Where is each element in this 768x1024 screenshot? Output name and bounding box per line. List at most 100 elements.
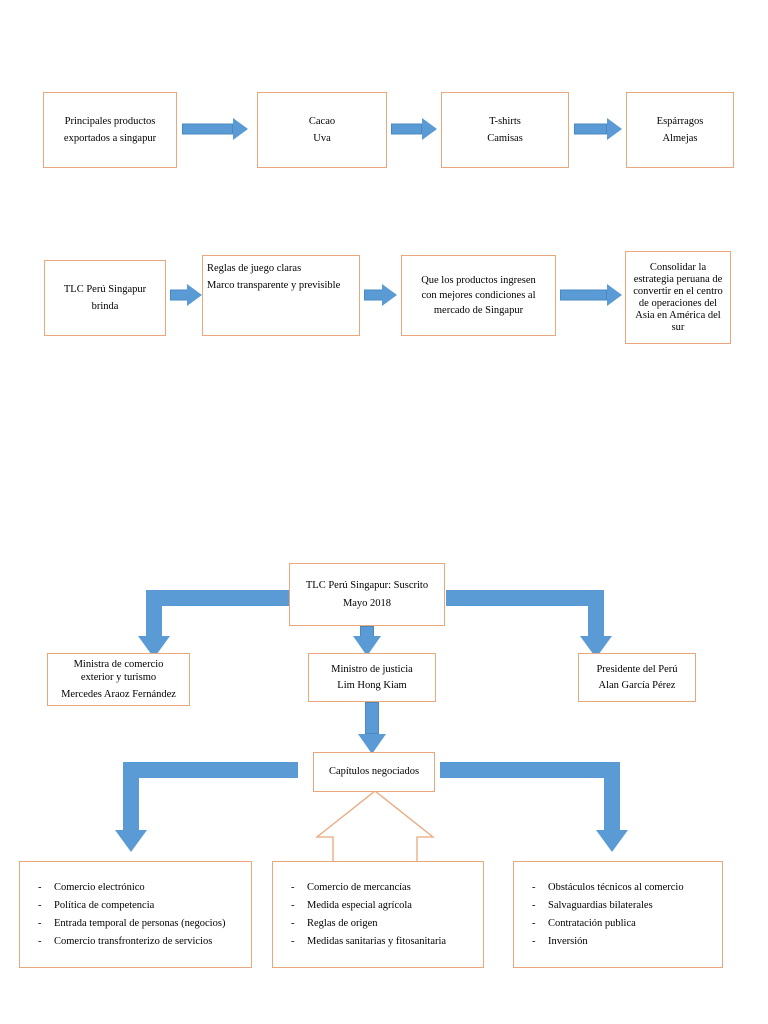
list-item-label: Comercio electrónico xyxy=(54,882,145,893)
list-grupo-derecho[interactable]: - Obstáculos técnicos al comercio - Salv… xyxy=(513,861,723,968)
node-principales-productos[interactable]: Principales productos exportados a singa… xyxy=(43,92,177,168)
node-line: TLC Perú Singapur: Suscrito xyxy=(305,580,429,592)
elbow-root-to-ministra xyxy=(116,590,296,672)
list-item-label: Salvaguardias bilaterales xyxy=(548,900,653,911)
bullet-dash: - xyxy=(532,900,536,911)
node-line: T-shirts xyxy=(489,115,521,127)
list-item: - Entrada temporal de personas (negocios… xyxy=(20,915,251,933)
arrow-shaft xyxy=(391,123,422,135)
list-item-label: Medidas sanitarias y fitosanitaria xyxy=(307,936,447,947)
arrow-beneficios-2 xyxy=(364,284,397,306)
node-line: Principales productos xyxy=(64,115,156,127)
elbow-horizontal xyxy=(146,590,296,606)
node-tlc-brinda[interactable]: TLC Perú Singapur brinda xyxy=(44,260,166,336)
bullet-dash: - xyxy=(38,918,42,929)
arrow-head xyxy=(607,284,622,306)
arrow-beneficios-3 xyxy=(560,284,622,306)
arrow-exportaciones-2 xyxy=(391,118,437,140)
arrow-ministro-to-capitulos xyxy=(357,702,387,754)
arrow-head xyxy=(580,636,612,658)
node-presidente-peru[interactable]: Presidente del Perú Alan García Pérez xyxy=(578,653,696,702)
node-line: Asia en América del xyxy=(635,310,721,322)
arrow-shaft xyxy=(364,289,383,301)
bullet-dash: - xyxy=(38,936,42,947)
node-mejores-condiciones[interactable]: Que los productos ingresen con mejores c… xyxy=(401,255,556,336)
node-cacao-uva[interactable]: Cacao Uva xyxy=(257,92,387,168)
list-grupo-izquierdo[interactable]: - Comercio electrónico - Política de com… xyxy=(19,861,252,968)
arrow-shaft xyxy=(170,289,188,301)
node-ministra-comercio[interactable]: Ministra de comercio exterior y turismo … xyxy=(47,653,190,706)
arrow-head xyxy=(382,284,397,306)
list-item-label: Contratación publica xyxy=(548,918,636,929)
list-grupo-central[interactable]: - Comercio de mercancías - Medida especi… xyxy=(272,861,484,968)
node-tshirts-camisas[interactable]: T-shirts Camisas xyxy=(441,92,569,168)
list-item: - Contratación publica xyxy=(514,915,722,933)
node-line: Camisas xyxy=(487,133,523,144)
list-item-label: Reglas de origen xyxy=(307,918,378,929)
arrow-head xyxy=(358,734,386,754)
node-esparragos-almejas[interactable]: Espárragos Almejas xyxy=(626,92,734,168)
node-line: Mayo 2018 xyxy=(342,597,392,609)
node-line: Presidente del Perú xyxy=(596,664,678,676)
node-line: Consolidar la xyxy=(649,261,707,273)
elbow-vertical xyxy=(604,762,620,830)
elbow-capitulos-to-grupo-izquierdo xyxy=(98,762,298,867)
node-line: Capítulos negociados xyxy=(328,766,420,778)
list-item: - Medida especial agrícola xyxy=(273,897,483,915)
bullet-dash: - xyxy=(532,882,536,893)
elbow-root-to-presidente xyxy=(446,590,636,672)
node-line: de operaciones del xyxy=(638,298,718,309)
arrow-root-to-ministro xyxy=(352,626,382,656)
node-capitulos-negociados[interactable]: Capítulos negociados xyxy=(313,752,435,792)
uparrow-grupo-central-to-capitulos xyxy=(315,790,435,865)
node-line: brinda xyxy=(91,301,119,312)
node-line: Cacao xyxy=(308,115,336,127)
node-line: TLC Perú Singapur xyxy=(63,283,147,295)
uparrow-outline-icon xyxy=(315,790,435,864)
list-item: - Salvaguardias bilaterales xyxy=(514,897,722,915)
arrow-head xyxy=(187,284,202,306)
list-item: - Obstáculos técnicos al comercio xyxy=(514,879,722,897)
node-line: Uva xyxy=(313,133,331,144)
arrow-shaft xyxy=(182,123,233,135)
list-item-label: Política de competencia xyxy=(54,900,155,911)
node-consolidar-estrategia[interactable]: Consolidar la estrategia peruana de conv… xyxy=(625,251,731,344)
bullet-dash: - xyxy=(38,882,42,893)
node-tlc-suscrito[interactable]: TLC Perú Singapur: Suscrito Mayo 2018 xyxy=(289,563,445,626)
node-line: convertir en el centro xyxy=(633,285,723,297)
bullet-dash: - xyxy=(291,882,295,893)
elbow-vertical xyxy=(123,762,139,830)
list-item: - Comercio transfronterizo de servicios xyxy=(20,933,251,951)
list-item: - Política de competencia xyxy=(20,897,251,915)
node-line: sur xyxy=(671,322,685,334)
list-item: - Reglas de origen xyxy=(273,915,483,933)
arrow-beneficios-1 xyxy=(170,284,202,306)
arrow-exportaciones-3 xyxy=(574,118,622,140)
elbow-vertical xyxy=(146,590,162,636)
bullet-dash: - xyxy=(291,900,295,911)
bullet-dash: - xyxy=(291,918,295,929)
elbow-horizontal xyxy=(446,590,604,606)
arrow-shaft xyxy=(365,702,379,734)
node-line: Espárragos xyxy=(656,115,704,127)
node-ministro-justicia[interactable]: Ministro de justicia Lim Hong Kiam xyxy=(308,653,436,702)
arrow-head xyxy=(422,118,437,140)
arrow-head xyxy=(138,636,170,658)
node-line: estrategia peruana de xyxy=(633,273,723,285)
elbow-vertical xyxy=(588,590,604,636)
node-line: Ministra de comercio xyxy=(73,659,164,671)
list-item-label: Comercio transfronterizo de servicios xyxy=(54,936,213,947)
bullet-dash: - xyxy=(38,900,42,911)
bullet-dash: - xyxy=(532,936,536,947)
list-item: - Medidas sanitarias y fitosanitaria xyxy=(273,933,483,951)
node-line: Que los productos ingresen xyxy=(421,274,536,286)
node-line: Lim Hong Kiam xyxy=(337,679,407,691)
node-line: mercado de Singapur xyxy=(433,305,524,316)
arrow-shaft xyxy=(560,289,607,301)
list-item-label: Inversión xyxy=(548,936,588,947)
list-item: - Comercio electrónico xyxy=(20,879,251,897)
node-line: exterior y turismo xyxy=(80,672,157,684)
node-reglas-juego[interactable]: Reglas de juego claras Marco transparent… xyxy=(202,255,360,336)
arrow-head xyxy=(607,118,622,140)
